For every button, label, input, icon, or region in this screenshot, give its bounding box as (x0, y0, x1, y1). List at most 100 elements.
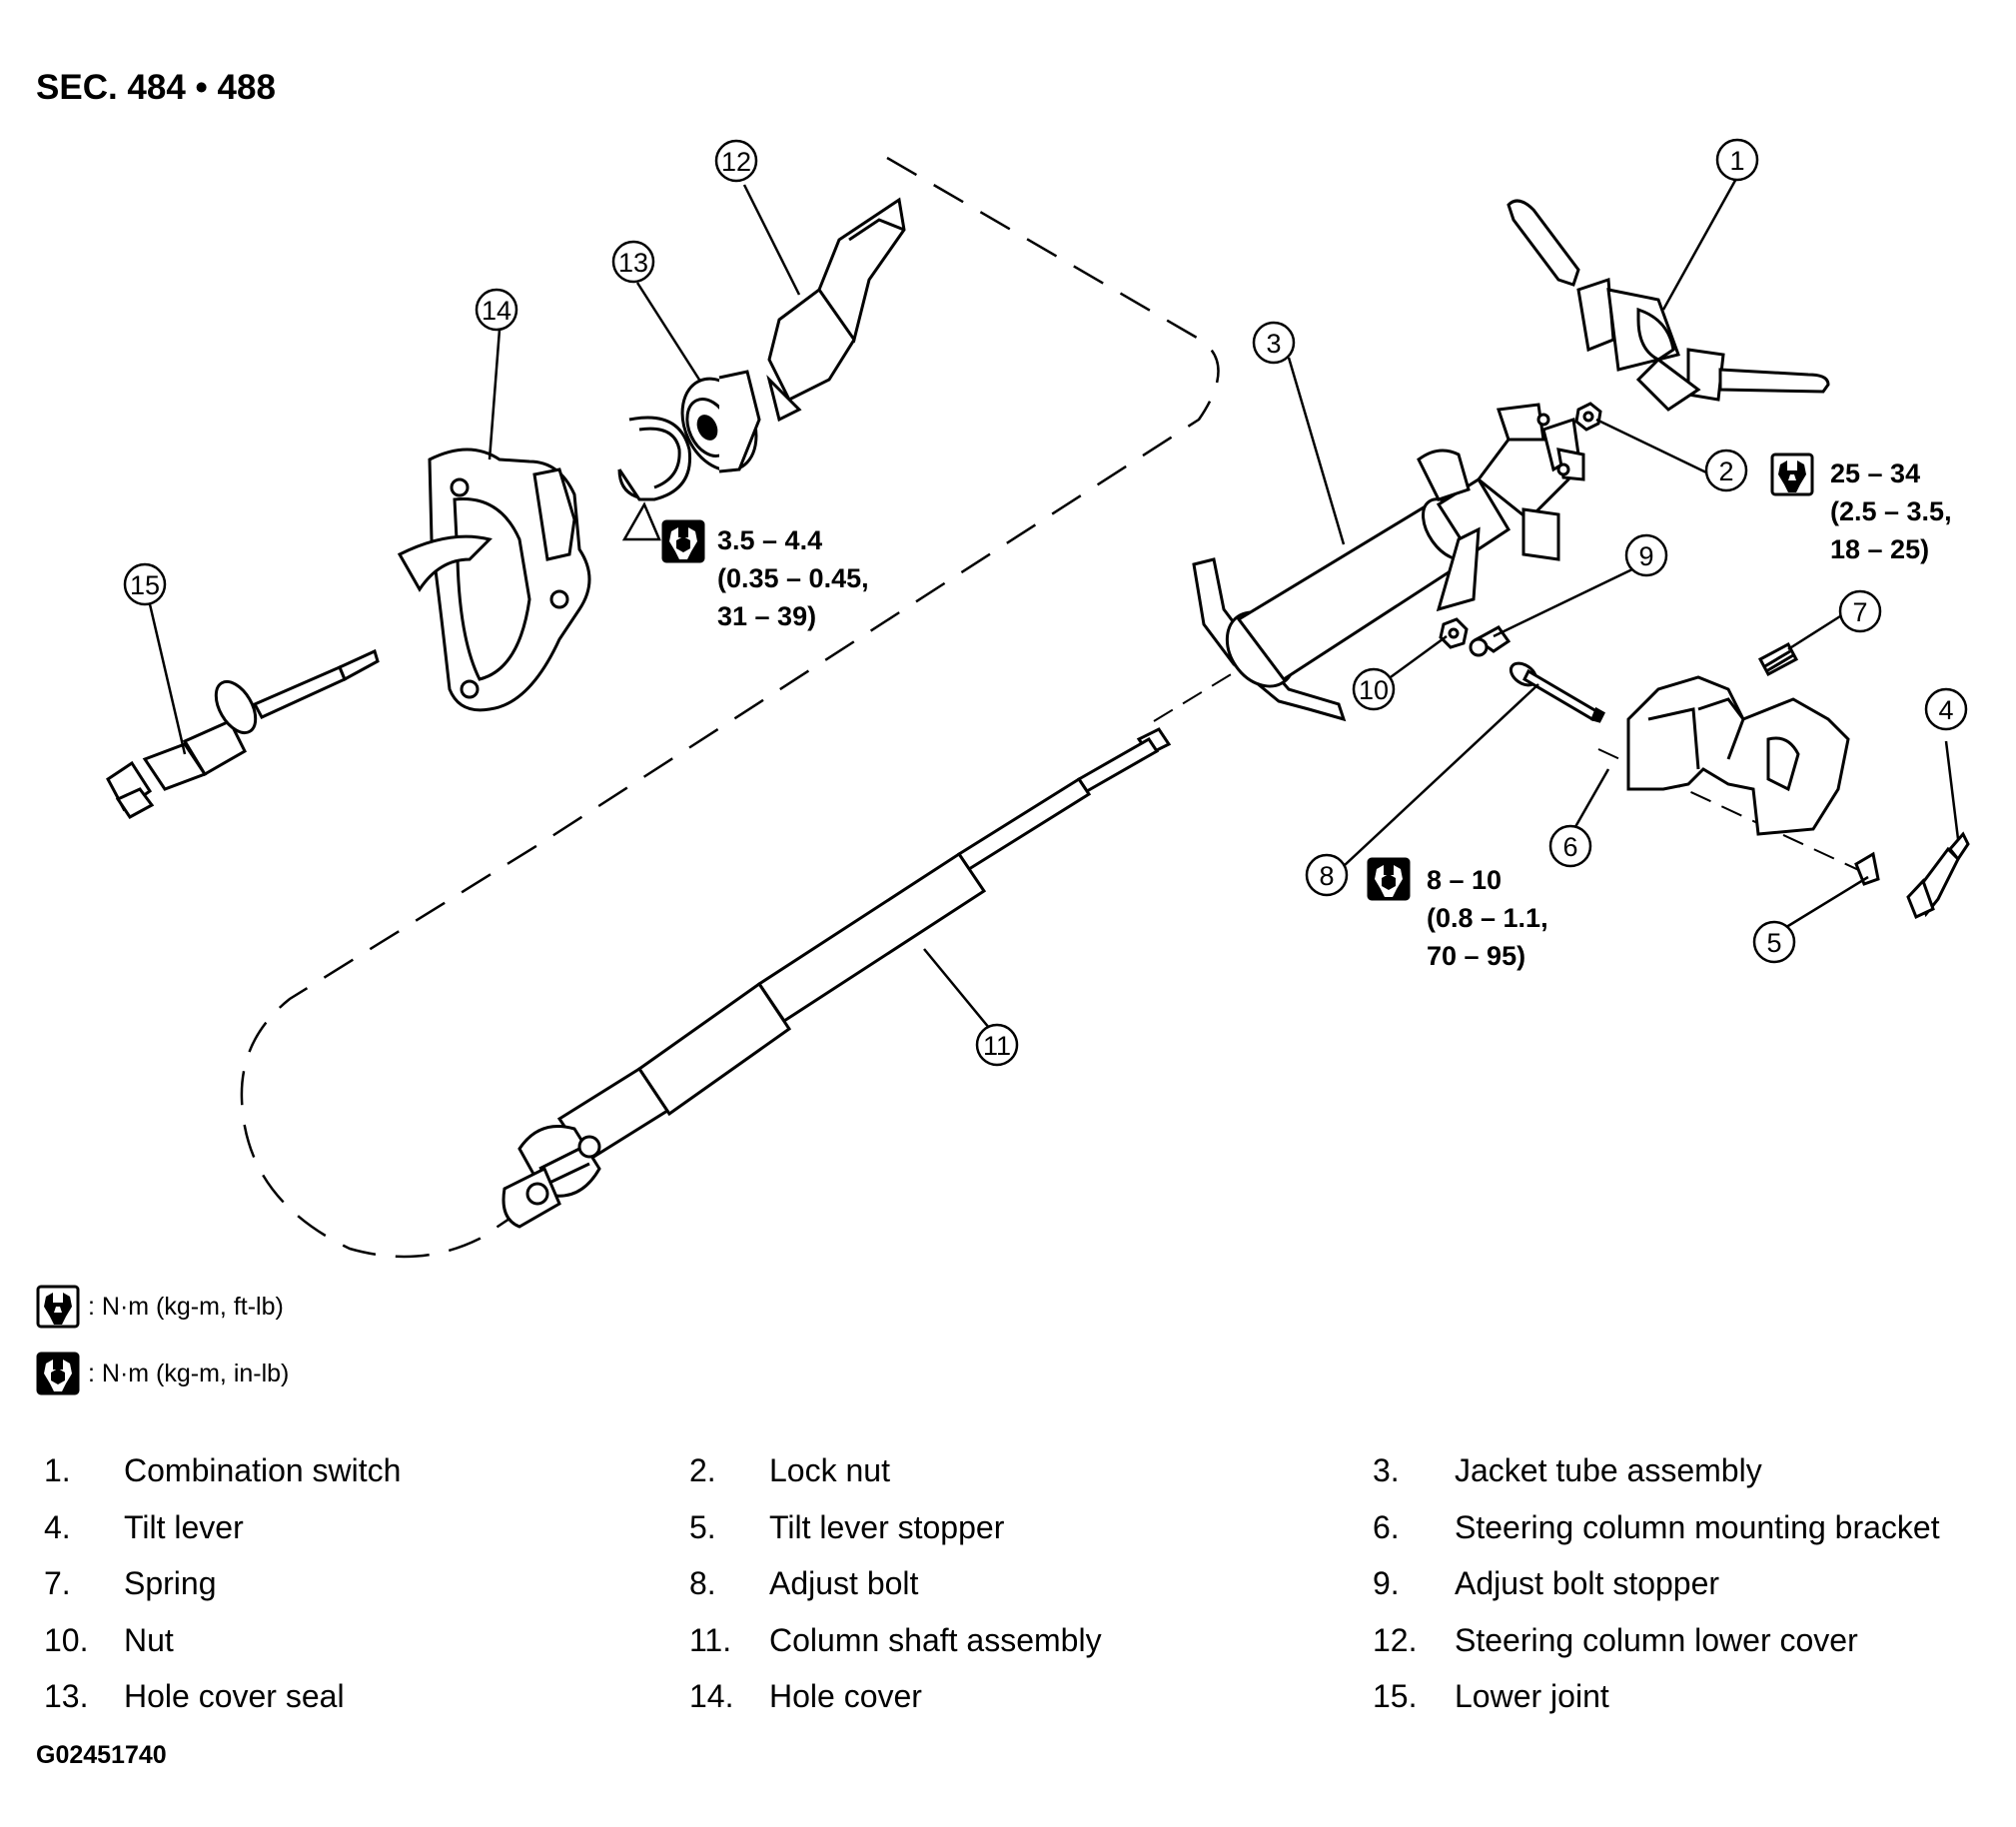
part-number: 12. (1373, 1622, 1418, 1658)
hole-cover-clamp-part (617, 416, 692, 501)
callout-15-label: 15 (130, 570, 160, 600)
adjust-bolt-part (1509, 661, 1605, 723)
callout-8 (1305, 853, 1349, 897)
callout-1-label: 1 (1729, 146, 1744, 176)
assembly-dashed-outline (240, 156, 1220, 1259)
legend-solid-wrench-text: : N·m (kg-m, in-lb) (88, 1359, 290, 1387)
callout-4 (1924, 687, 1968, 731)
part-name: Steering column lower cover (1455, 1622, 1858, 1658)
callout-14-label: 14 (482, 296, 511, 326)
part-name: Hole cover seal (124, 1678, 345, 1714)
part-name: Tilt lever stopper (769, 1509, 1005, 1545)
part-number: 13. (44, 1678, 89, 1714)
part-name: Steering column mounting bracket (1455, 1509, 1940, 1545)
section-title: SEC. 484 • 488 (36, 68, 276, 107)
part-name: Lower joint (1455, 1678, 1609, 1714)
part-number: 6. (1373, 1509, 1400, 1545)
callout-11-label: 11 (983, 1031, 1011, 1061)
callout-2 (1704, 449, 1748, 492)
open-wrench-icon (36, 1285, 80, 1329)
part-number: 11. (689, 1622, 732, 1658)
part-name: Combination switch (124, 1452, 402, 1488)
callout-1 (1715, 138, 1759, 182)
hole-cover-part (397, 448, 591, 712)
legend-open-wrench-text: : N·m (kg-m, ft-lb) (88, 1292, 284, 1321)
torque-spec-clamp-line-1: 3.5 – 4.4 (717, 525, 823, 555)
part-name: Spring (124, 1565, 217, 1601)
torque-spec-clamp: 3.5 – 4.4 (0.35 – 0.45, 31 – 39) (717, 521, 869, 635)
legend-open-wrench: : N·m (kg-m, ft-lb) (36, 1284, 284, 1330)
part-name: Nut (124, 1622, 174, 1658)
hole-cover-seal-part (680, 370, 761, 473)
callout-9-label: 9 (1638, 541, 1653, 571)
callout-12 (714, 139, 758, 183)
part-number: 4. (44, 1509, 71, 1545)
callout-5 (1752, 920, 1796, 964)
mounting-bracket-part (1626, 675, 1850, 836)
figure-code: G02451740 (36, 1741, 167, 1769)
torque-spec-lock-nut: 25 – 34 (2.5 – 3.5, 18 – 25) (1830, 455, 1952, 568)
part-name: Adjust bolt (769, 1565, 919, 1601)
callout-leaders (148, 176, 1960, 1035)
solid-wrench-icon (36, 1352, 80, 1395)
callout-6-label: 6 (1562, 832, 1577, 862)
part-name: Tilt lever (124, 1509, 244, 1545)
torque-spec-adjust-line-1: 8 – 10 (1427, 865, 1503, 895)
part-name: Adjust bolt stopper (1455, 1565, 1720, 1601)
tilt-lever-stopper-part (1854, 851, 1880, 886)
part-name: Hole cover (769, 1678, 922, 1714)
solid-wrench-icon-adjust-bolt (1367, 857, 1411, 901)
torque-spec-adjust-bolt: 8 – 10 (0.8 – 1.1, 70 – 95) (1427, 861, 1548, 975)
part-number: 2. (689, 1452, 716, 1488)
torque-spec-clamp-line-3: 31 – 39) (717, 601, 817, 631)
torque-spec-adjust-line-3: 70 – 95) (1427, 941, 1526, 971)
torque-spec-clamp-line-2: (0.35 – 0.45, (717, 563, 869, 593)
torque-spec-adjust-line-2: (0.8 – 1.1, (1427, 903, 1548, 933)
part-number: 5. (689, 1509, 716, 1545)
jacket-tube-part (1192, 403, 1585, 722)
callout-7 (1838, 589, 1882, 633)
nut-part (1439, 617, 1469, 649)
callout-8-label: 8 (1319, 861, 1334, 891)
callout-numbers (123, 138, 1968, 1067)
part-name: Jacket tube assembly (1455, 1452, 1762, 1488)
torque-spec-locknut-line-2: (2.5 – 3.5, (1830, 496, 1952, 526)
callout-15 (123, 562, 167, 606)
torque-spec-locknut-line-1: 25 – 34 (1830, 458, 1921, 488)
callout-12-label: 12 (721, 147, 751, 177)
shaft-centerline (1153, 638, 1290, 722)
open-wrench-icon-locknut (1770, 453, 1814, 496)
lower-joint-part (106, 648, 380, 819)
part-number: 1. (44, 1452, 71, 1488)
callout-4-label: 4 (1938, 695, 1953, 725)
callout-10 (1352, 667, 1396, 711)
lower-cover-part (766, 197, 906, 423)
callout-labels: 1 2 3 4 5 6 7 8 9 10 11 12 13 14 15 (130, 146, 1954, 1061)
solid-wrench-icon-clamp (661, 519, 705, 563)
part-number: 3. (1373, 1452, 1400, 1488)
part-number: 10. (44, 1622, 89, 1658)
callout-2-label: 2 (1718, 457, 1733, 486)
part-name: Lock nut (769, 1452, 890, 1488)
tilt-lever-part (1906, 831, 1970, 920)
column-shaft-part (502, 727, 1172, 1229)
part-number: 14. (689, 1678, 734, 1714)
parts-list: 1. Combination switch 2. Lock nut 3. Jacket… (0, 1450, 2016, 1740)
legend-solid-wrench: : N·m (kg-m, in-lb) (36, 1351, 289, 1396)
callout-9 (1624, 533, 1668, 577)
callout-5-label: 5 (1766, 928, 1781, 958)
callout-13 (611, 240, 655, 284)
callout-6 (1548, 824, 1592, 868)
callout-3 (1252, 321, 1296, 365)
callout-11 (975, 1023, 1019, 1067)
part-number: 9. (1373, 1565, 1400, 1601)
part-number: 7. (44, 1565, 71, 1601)
part-number: 15. (1373, 1678, 1418, 1714)
callout-14 (475, 288, 518, 332)
callout-10-label: 10 (1359, 675, 1389, 705)
callout-13-label: 13 (618, 248, 648, 278)
callout-7-label: 7 (1852, 597, 1867, 627)
torque-spec-locknut-line-3: 18 – 25) (1830, 534, 1930, 564)
